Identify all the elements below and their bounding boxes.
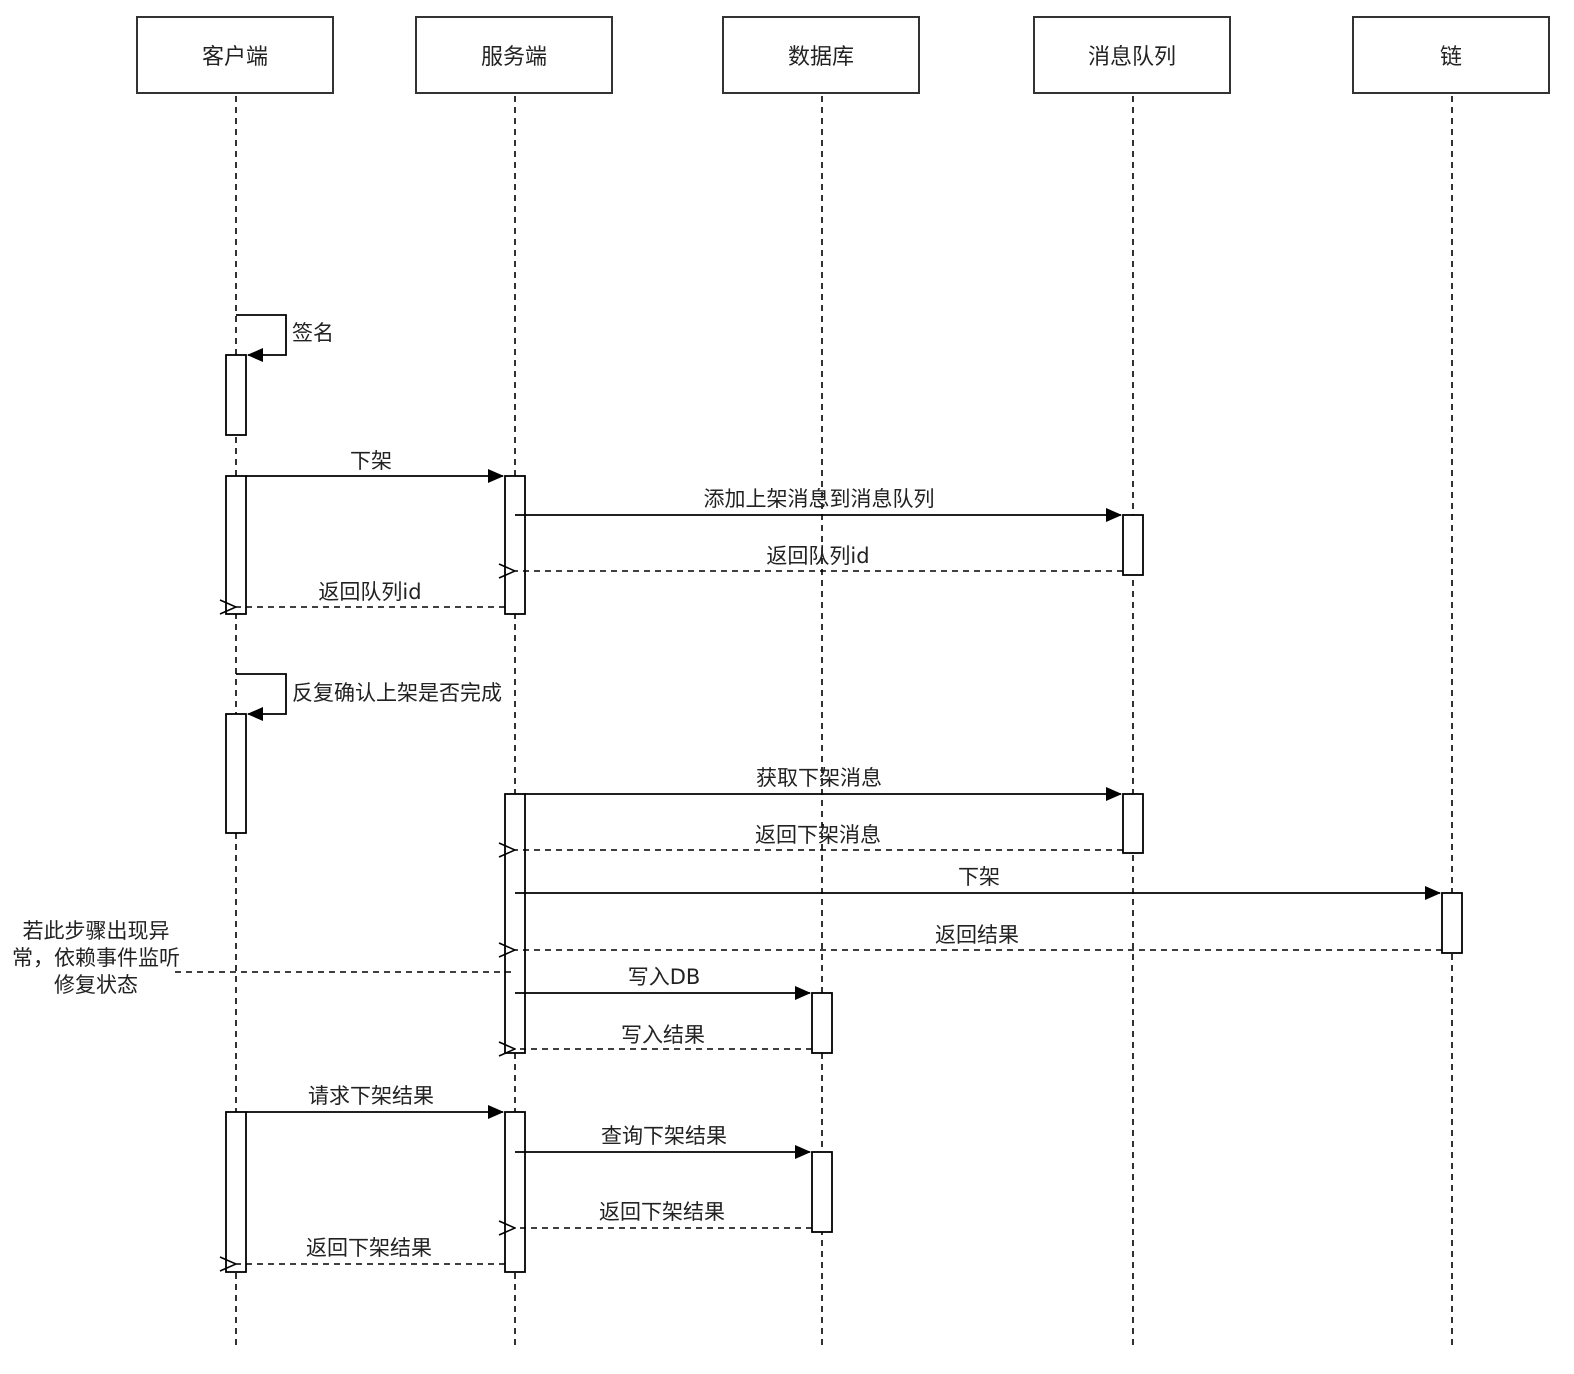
label-sign: 签名: [292, 321, 334, 345]
activation-client-delist: [225, 475, 247, 615]
activation-mq-fetch: [1122, 793, 1144, 854]
label-query-delist-result: 查询下架结果: [601, 1124, 727, 1148]
participant-client: 客户端: [136, 16, 334, 94]
participant-server-label: 服务端: [480, 45, 547, 70]
activation-chain-delist: [1441, 892, 1463, 954]
label-delist-request: 下架: [350, 449, 392, 473]
participant-mq: 消息队列: [1033, 16, 1231, 94]
label-confirm-loop: 反复确认上架是否完成: [292, 681, 502, 705]
label-write-result: 写入结果: [621, 1023, 705, 1047]
label-return-queue-id-mq: 返回队列id: [766, 544, 870, 568]
label-write-db: 写入DB: [627, 965, 701, 989]
activation-server-request: [504, 1111, 526, 1273]
activation-server-delist: [504, 475, 526, 615]
participant-client-label: 客户端: [201, 45, 268, 70]
self-arrow-sign: [236, 314, 287, 362]
label-return-delist-result-db: 返回下架结果: [599, 1200, 725, 1224]
label-add-to-queue: 添加上架消息到消息队列: [703, 487, 935, 511]
activation-client-confirm: [225, 713, 247, 834]
participant-mq-label: 消息队列: [1087, 45, 1176, 70]
label-return-queue-id-client: 返回队列id: [318, 580, 422, 604]
participant-chain-label: 链: [1439, 45, 1462, 70]
participant-database-label: 数据库: [787, 45, 854, 70]
activation-db-write: [811, 992, 833, 1054]
self-arrow-confirm: [236, 673, 287, 721]
label-return-delist-msg: 返回下架消息: [755, 823, 881, 847]
participant-database: 数据库: [722, 16, 920, 94]
exception-note: 若此步骤出现异常，依赖事件监听修复状态: [12, 919, 180, 997]
label-return-delist-result-client: 返回下架结果: [306, 1236, 432, 1260]
activation-client-sign: [225, 354, 247, 436]
label-return-result: 返回结果: [935, 923, 1019, 947]
activation-db-query: [811, 1151, 833, 1233]
activation-server-process: [504, 793, 526, 1054]
label-request-delist-result: 请求下架结果: [308, 1084, 434, 1108]
activation-mq-add: [1122, 514, 1144, 576]
activation-client-request: [225, 1111, 247, 1273]
participant-server: 服务端: [415, 16, 613, 94]
label-delist-chain: 下架: [958, 865, 1000, 889]
participant-chain: 链: [1352, 16, 1550, 94]
label-fetch-delist-msg: 获取下架消息: [756, 766, 882, 790]
